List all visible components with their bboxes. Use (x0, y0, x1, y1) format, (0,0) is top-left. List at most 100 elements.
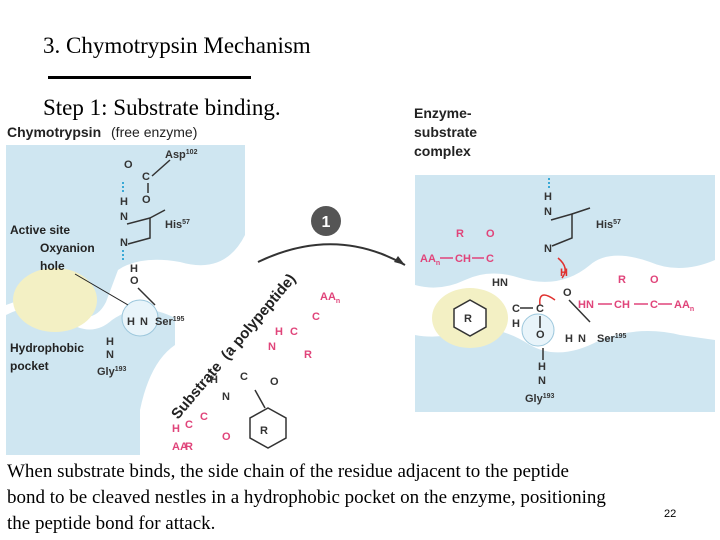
svg-text:H: H (172, 423, 180, 435)
complex-aa-right: AA (674, 299, 690, 311)
svg-text:N: N (544, 206, 552, 218)
svg-text:N: N (222, 391, 230, 403)
complex-ser-number: 195 (615, 333, 627, 340)
left-aa-top: AA (320, 291, 336, 303)
asp-label: Asp (165, 149, 186, 161)
free-hydrophobic-pocket (13, 268, 97, 332)
complex-his-number: 57 (613, 219, 621, 226)
complex-gly-number: 193 (543, 393, 555, 400)
oxyanion-hole-label-1: Oxyanion (40, 241, 95, 255)
svg-text:AA: AA (172, 441, 188, 453)
svg-text:N: N (578, 333, 586, 345)
complex-r3: R (456, 228, 464, 240)
svg-text:H: H (275, 326, 283, 338)
complex-ser-label: Ser (597, 333, 615, 345)
svg-text:H: H (210, 374, 218, 386)
step-marker (311, 206, 341, 236)
svg-text:N: N (544, 243, 552, 255)
svg-text:H: H (560, 267, 568, 279)
asp-number: 102 (186, 149, 198, 156)
svg-text:CH: CH (614, 299, 630, 311)
complex-r2-ring (453, 299, 487, 337)
svg-text:R: R (464, 313, 472, 325)
svg-text:O: O (130, 275, 139, 287)
svg-text:H: H (127, 316, 135, 328)
complex-oxyanion-hole (521, 313, 555, 347)
free-enzyme-surface (6, 145, 245, 317)
complex-title-line-1: Enzyme- (414, 105, 472, 121)
svg-text:C: C (512, 303, 520, 315)
svg-text:H: H (565, 333, 573, 345)
svg-text:N: N (538, 375, 546, 387)
free-enzyme-lower-surface (6, 308, 175, 455)
svg-text:C: C (650, 299, 658, 311)
complex-aa-left-n: n (436, 260, 440, 267)
svg-text:Gly193: Gly193 (97, 366, 127, 378)
substrate-note: (a polypeptide) (218, 271, 300, 364)
svg-text:C: C (486, 253, 494, 265)
svg-text:H: H (120, 196, 128, 208)
title-underline (48, 76, 251, 79)
svg-text:C: C (240, 371, 248, 383)
svg-text:Gly193: Gly193 (525, 393, 555, 405)
oxyanion-hole-label-2: hole (40, 259, 65, 273)
complex-r2: R (464, 313, 472, 325)
svg-text:C: C (536, 303, 544, 315)
left-aa-top-n: n (336, 298, 340, 305)
substrate-label: Substrate (168, 359, 225, 423)
svg-text:CH: CH (455, 253, 471, 265)
svg-text:Ser195: Ser195 (155, 316, 185, 328)
free-oxyanion-hole (121, 299, 159, 337)
complex-hydrophobic-pocket (432, 288, 508, 348)
step-marker-number: 1 (322, 214, 331, 231)
free-enzyme-note: (free enzyme) (111, 124, 197, 140)
left-r2-ring (249, 407, 287, 449)
svg-text:R: R (185, 441, 193, 453)
left-aa-bottom: AA (172, 441, 188, 453)
his-label: His (165, 219, 182, 231)
svg-text:N: N (120, 211, 128, 223)
active-site-label: Active site (10, 223, 70, 237)
complex-enzyme-lower-surface (415, 329, 715, 412)
left-r2: R (260, 425, 268, 437)
slide-caption: When substrate binds, the side chain of … (7, 461, 606, 534)
svg-text:AAn: AAn (674, 299, 694, 313)
left-r3: R (185, 441, 193, 453)
svg-text:HN: HN (492, 277, 508, 289)
svg-text:N: N (268, 341, 276, 353)
svg-text:HN: HN (578, 299, 594, 311)
svg-text:AAn: AAn (420, 253, 440, 267)
complex-title-line-2: substrate (414, 124, 477, 140)
hydrophobic-pocket-label-2: pocket (10, 359, 49, 373)
complex-enzyme-surface (415, 175, 715, 288)
svg-text:N: N (120, 237, 128, 249)
svg-text:R: R (456, 228, 464, 240)
svg-text:C: C (200, 411, 208, 423)
complex-title-line-3: complex (414, 143, 471, 159)
svg-text:R: R (260, 425, 268, 437)
svg-text:Ser195: Ser195 (597, 333, 627, 345)
svg-text:H: H (512, 318, 520, 330)
svg-text:C: C (312, 311, 320, 323)
svg-text:N: N (106, 349, 114, 361)
complex-his-label: His (596, 219, 613, 231)
svg-text:His57: His57 (165, 219, 190, 231)
ser-label: Ser (155, 316, 173, 328)
svg-text:C: C (185, 419, 193, 431)
svg-text:O: O (142, 194, 151, 206)
complex-aa-left: AA (420, 253, 436, 265)
svg-text:R: R (304, 349, 312, 361)
ser-number: 195 (173, 316, 185, 323)
reaction-arrow (257, 243, 406, 266)
svg-text:Chymotrypsin (free enzyme): Chymotrypsin (free enzyme) (7, 124, 197, 140)
svg-text:H: H (544, 191, 552, 203)
svg-text:O: O (124, 159, 133, 171)
svg-text:H: H (106, 336, 114, 348)
complex-aa-right-n: n (690, 306, 694, 313)
svg-text:O: O (486, 228, 495, 240)
svg-text:O: O (650, 274, 659, 286)
his-number: 57 (182, 219, 190, 226)
svg-text:R: R (618, 274, 626, 286)
slide-title: 3. Chymotrypsin Mechanism (43, 33, 311, 58)
gly-label: Gly (97, 366, 116, 378)
